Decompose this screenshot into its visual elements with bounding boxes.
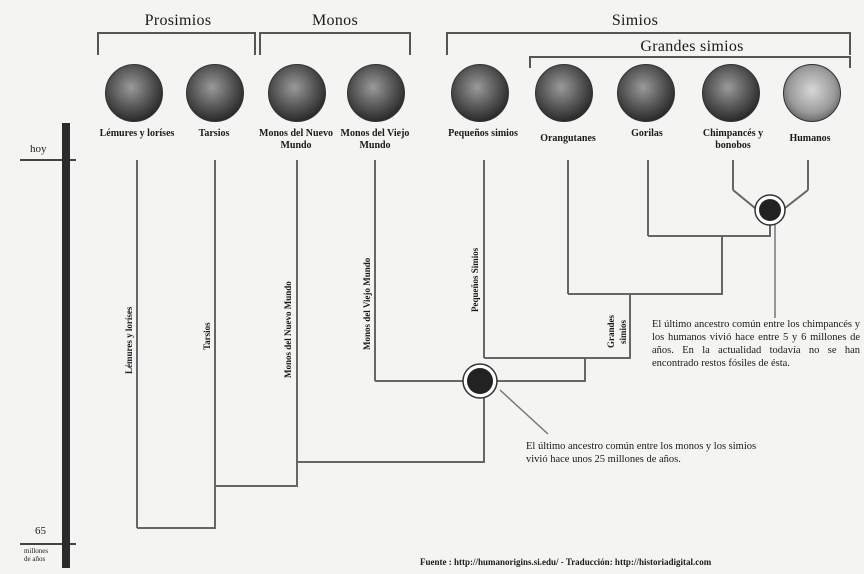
orangutan-photo-icon: [535, 64, 593, 122]
timeline-bar: [62, 123, 70, 568]
lemur-photo-icon: [105, 64, 163, 122]
gorilla-photo-icon: [617, 64, 675, 122]
branch-label-grandes-simios-1: Grandes: [606, 314, 616, 348]
ancestor-markers: [462, 194, 786, 399]
species-label-orangutanes: Orangutanes: [540, 133, 596, 144]
group-label-monos: Monos: [290, 12, 380, 30]
species-label-tarsios: Tarsios: [198, 128, 230, 139]
timeline-label-hoy: hoy: [30, 143, 47, 155]
chimpanzee-photo-icon: [702, 64, 760, 122]
humans-photo-icon: [783, 64, 841, 122]
timeline-unit-2: de años: [24, 555, 46, 563]
branch-label-viejo-mundo: Monos del Viejo Mundo: [362, 257, 372, 350]
gibbon-photo-icon: [451, 64, 509, 122]
species-label-chimpances: Chimpancés y bonobos: [702, 128, 764, 151]
source-credit: Fuente : http://humanorigins.si.edu/ - T…: [420, 557, 712, 567]
species-label-pequenos-simios: Pequeños simios: [448, 128, 518, 139]
species-label-nuevo-mundo: Monos del Nuevo Mundo: [259, 128, 333, 151]
species-label-viejo-mundo: Monos del Viejo Mundo: [340, 128, 410, 151]
branch-label-tarsios: Tarsios: [202, 322, 212, 350]
species-label-gorilas: Gorilas: [631, 128, 663, 139]
prosimios-bracket: [97, 32, 256, 55]
grandes-simios-bracket: [529, 56, 851, 68]
branch-label-nuevo-mundo: Monos del Nuevo Mundo: [283, 281, 293, 378]
old-world-monkey-photo-icon: [347, 64, 405, 122]
species-label-lemures: Lémures y loríses: [99, 128, 175, 139]
branch-label-lemures: Lémures y loríses: [124, 306, 134, 374]
group-label-simios: Simios: [600, 12, 670, 30]
branch-label-grandes-simios-2: simios: [618, 319, 628, 344]
timeline-unit-1: millones: [24, 547, 49, 555]
branch-label-pequenos-simios: Pequeños Simios: [470, 247, 480, 312]
species-label-humanos: Humanos: [789, 133, 831, 144]
group-label-prosimios: Prosimios: [118, 12, 238, 30]
group-label-grandes-simios: Grandes simios: [622, 38, 762, 56]
monos-bracket: [259, 32, 411, 55]
simios-bracket: [446, 32, 851, 55]
new-world-monkey-photo-icon: [268, 64, 326, 122]
tarsier-photo-icon: [186, 64, 244, 122]
timeline-label-65: 65: [35, 525, 46, 537]
note-chimp-human-ancestor: El último ancestro común entre los chimp…: [652, 319, 860, 369]
note-monkey-ape-ancestor: El último ancestro común entre los monos…: [526, 441, 757, 465]
